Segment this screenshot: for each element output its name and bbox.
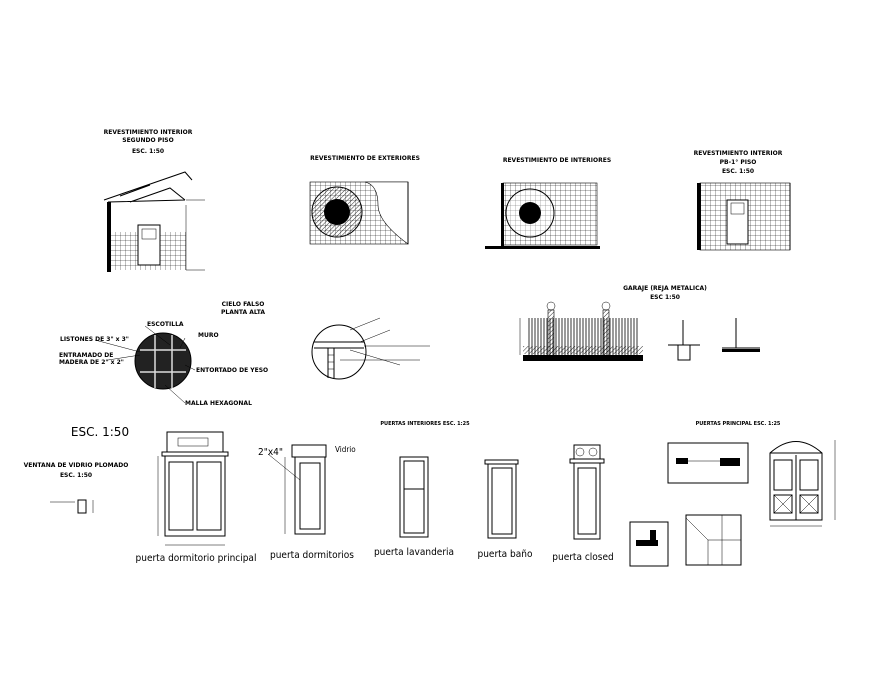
- puerta-lavanderia: puerta lavanderia: [374, 456, 454, 558]
- label-escotilla: ESCOTILLA: [147, 321, 184, 328]
- title: CIELO FALSO: [222, 301, 265, 308]
- title: PUERTAS PRINCIPAL ESC. 1:25: [696, 421, 781, 427]
- cielo-falso: CIELO FALSO PLANTA ALTA ESCOTILLA LISTON…: [59, 301, 268, 407]
- door-label: puerta baño: [478, 549, 533, 560]
- title: VENTANA DE VIDRIO PLOMADO: [24, 462, 129, 469]
- ceiling-detail-circle: [134, 332, 192, 390]
- rev-interiores: REVESTIMIENTO DE INTERIORES: [485, 157, 611, 249]
- title: GARAJE (REJA METALICA): [623, 285, 707, 292]
- rev-interior-segundo-piso: REVESTIMIENTO INTERIOR SEGUNDO PISO ESC.…: [104, 129, 205, 272]
- title: REVESTIMIENTO DE EXTERIORES: [310, 155, 420, 162]
- scale: ESC. 1:50: [132, 148, 164, 155]
- roof: [103, 171, 193, 203]
- door-window: [141, 228, 157, 240]
- door-label: puerta closed: [552, 552, 613, 563]
- subtitle: PLANTA ALTA: [221, 309, 265, 316]
- door-label: puerta dormitorio principal: [136, 553, 257, 564]
- dimension-2x4: 2"x4": [258, 447, 283, 458]
- detail-frame: [629, 521, 669, 567]
- scale: ESC. 1:50: [60, 472, 92, 479]
- label-muro: MURO: [198, 332, 219, 339]
- label-listones: LISTONES DE 3" x 3": [60, 336, 129, 343]
- ceiling-section-detail: [311, 317, 430, 380]
- puertas-principal: PUERTAS PRINCIPAL ESC. 1:25: [629, 421, 836, 567]
- rev-exteriores: REVESTIMIENTO DE EXTERIORES: [309, 155, 420, 245]
- label-vidrio: Vidrio: [335, 445, 356, 454]
- puerta-dormitorios: 2"x4" Vidrio puerta dormitorios: [258, 444, 356, 561]
- subtitle: PB-1° PISO: [720, 159, 757, 166]
- puerta-dormitorio-principal: puerta dormitorio principal: [136, 431, 257, 564]
- main-door: [769, 441, 823, 521]
- garaje-reja-metalica: GARAJE (REJA METALICA) ESC 1:50: [519, 285, 760, 361]
- puerta-closed: puerta closed: [552, 444, 614, 563]
- puertas-interiores-title: PUERTAS INTERIORES ESC. 1:25: [380, 421, 470, 427]
- scale: ESC 1:50: [650, 294, 680, 301]
- detail-frame: [667, 442, 749, 484]
- scale: ESC. 1:50: [722, 168, 754, 175]
- puerta-bano: puerta baño: [478, 459, 533, 560]
- title: REVESTIMIENTO DE INTERIORES: [503, 157, 611, 164]
- rev-interior-pb: REVESTIMIENTO INTERIOR PB-1° PISO ESC. 1…: [694, 150, 791, 251]
- door-label: puerta dormitorios: [270, 550, 354, 561]
- label-entramado: ENTRAMADO DE: [59, 352, 113, 359]
- subtitle: SEGUNDO PISO: [122, 137, 173, 144]
- wall-section: [107, 202, 111, 272]
- ventana-vidrio-plomado: VENTANA DE VIDRIO PLOMADO ESC. 1:50: [24, 462, 129, 514]
- title: REVESTIMIENTO INTERIOR: [104, 129, 193, 136]
- label-malla: MALLA HEXAGONAL: [185, 400, 252, 407]
- title: REVESTIMIENTO INTERIOR: [694, 150, 783, 157]
- detail-circle: [519, 202, 541, 224]
- door-label: puerta lavanderia: [374, 547, 454, 558]
- label-entortado: ENTORTADO DE YESO: [196, 367, 268, 374]
- door: [137, 224, 161, 266]
- general-scale: ESC. 1:50: [71, 425, 129, 439]
- door: [726, 199, 749, 245]
- label-entramado-2: MADERA DE 2" x 2": [59, 359, 124, 366]
